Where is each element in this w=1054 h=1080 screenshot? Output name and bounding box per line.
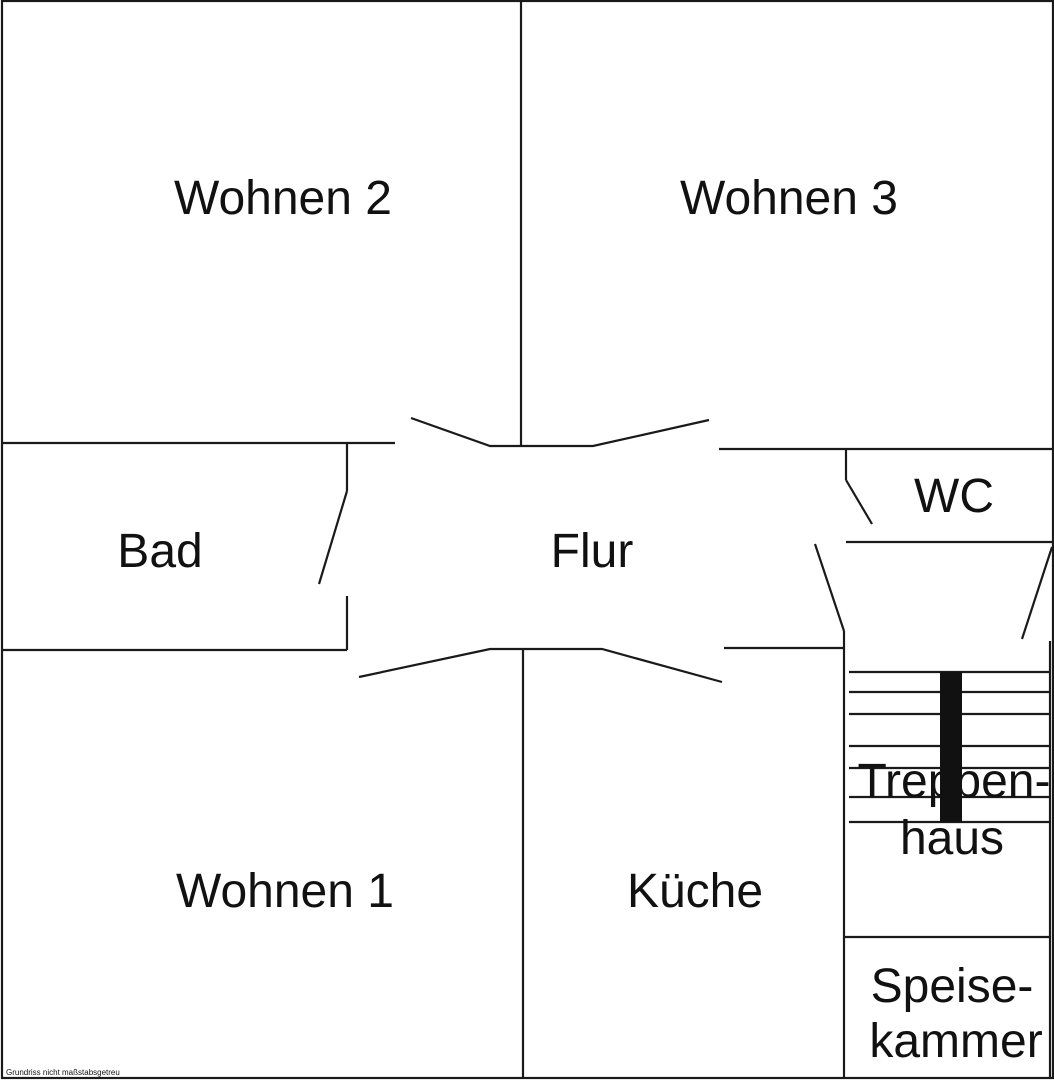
door-stairwell-left (813, 543, 846, 632)
room-label-wohnen1: Wohnen 1 (176, 865, 394, 918)
door-stairwell-right (1020, 546, 1054, 640)
door-wohnen2 (410, 416, 710, 448)
room-label-wohnen2: Wohnen 2 (174, 172, 392, 225)
room-label-treppenhaus-2: haus (900, 812, 1004, 865)
room-label-kueche: Küche (627, 865, 763, 918)
footnote: Grundriss nicht maßstabsgetreu (6, 1068, 120, 1077)
room-label-bad: Bad (117, 525, 202, 578)
room-label-treppenhaus-1: Treppen- (858, 755, 1051, 808)
room-label-speisekammer-1: Speise- (871, 960, 1034, 1013)
stair-handrail (940, 672, 962, 822)
door-wc (845, 479, 873, 525)
room-label-speisekammer-2: kammer (869, 1015, 1042, 1068)
room-label-wc: WC (914, 470, 994, 523)
room-label-flur: Flur (551, 525, 634, 578)
room-label-wohnen3: Wohnen 3 (680, 172, 898, 225)
door-bad (317, 490, 349, 585)
door-wohnen1-kueche (358, 647, 723, 684)
